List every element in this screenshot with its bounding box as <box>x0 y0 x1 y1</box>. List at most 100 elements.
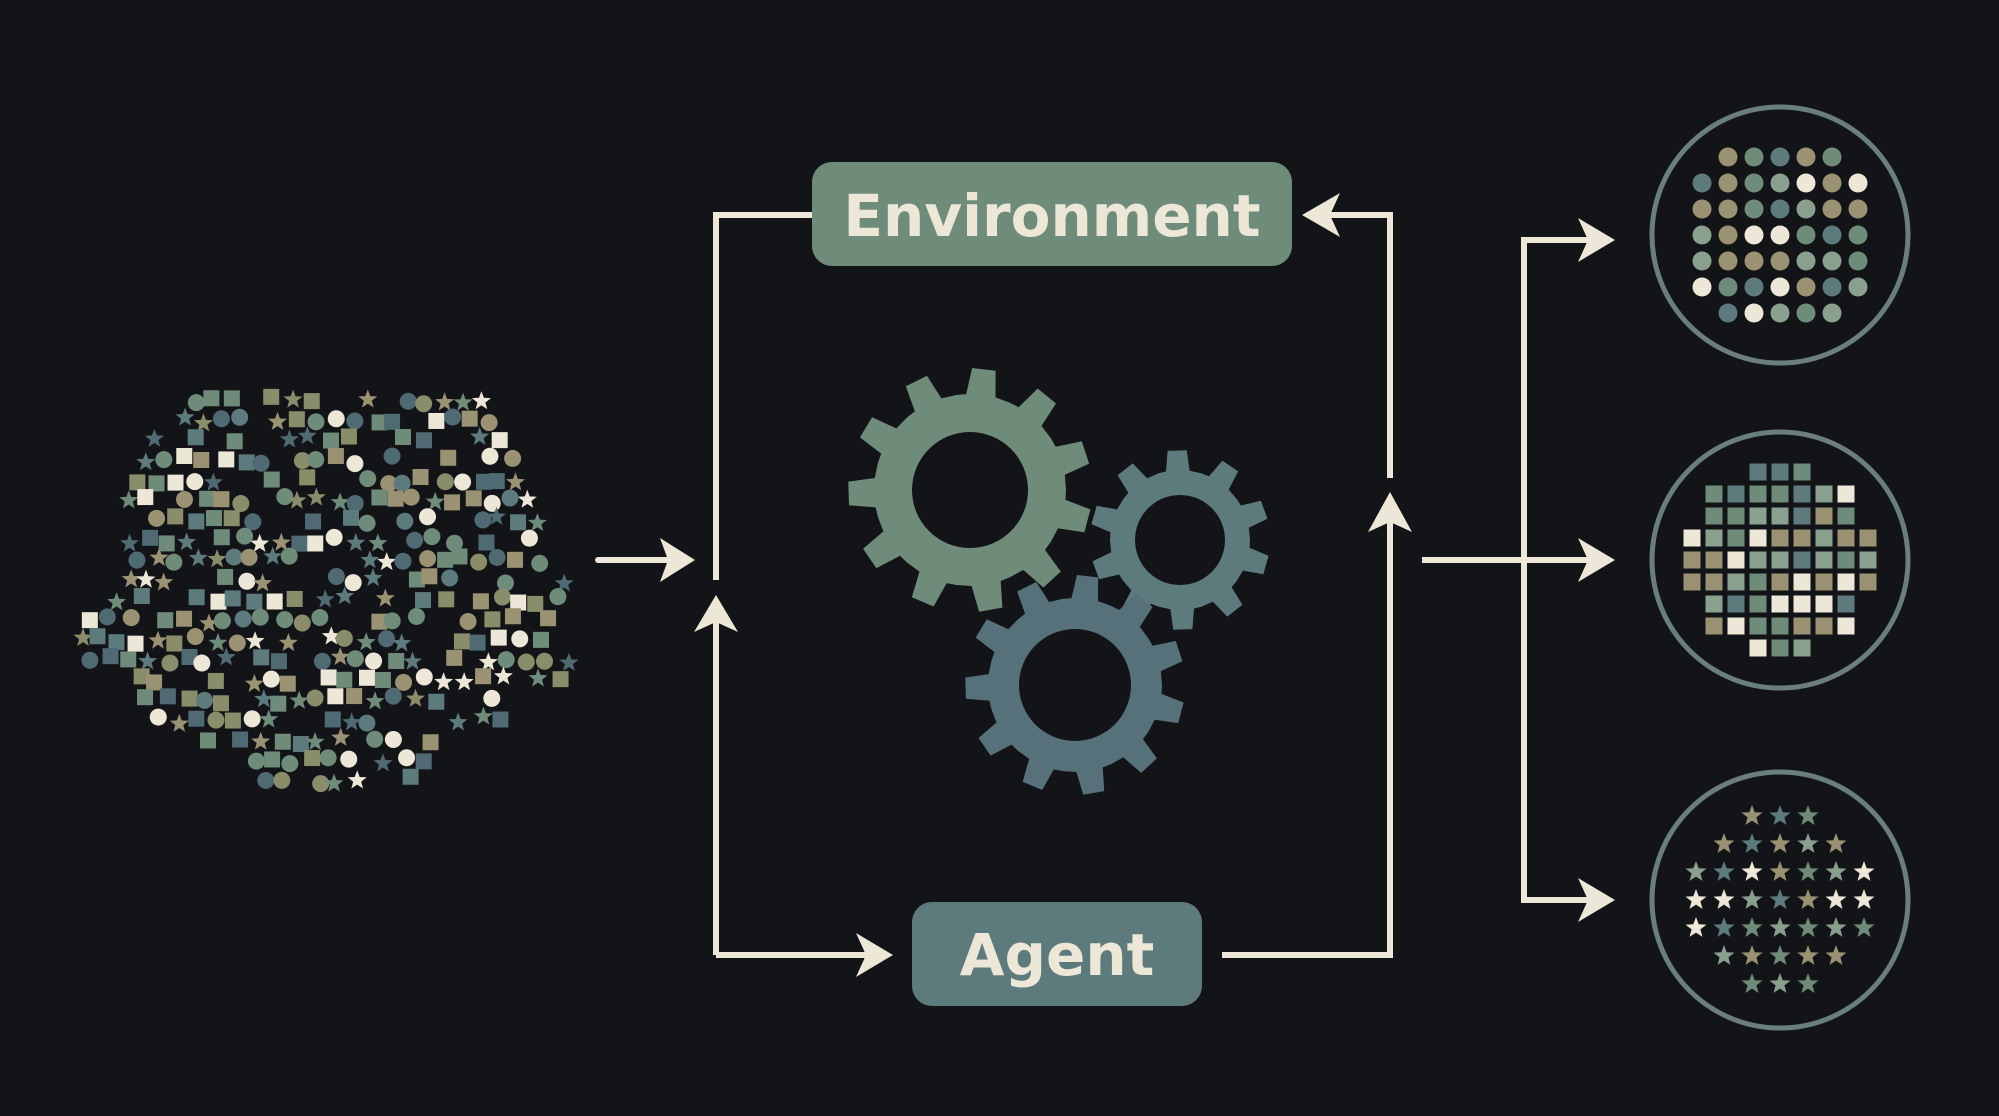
scatter-circle <box>240 548 258 566</box>
scatter-circle <box>395 673 413 691</box>
cluster-square <box>1749 595 1767 613</box>
scatter-star <box>527 513 547 532</box>
scatter-star <box>330 647 350 666</box>
scatter-circle <box>474 511 492 529</box>
cluster-square <box>1771 617 1789 635</box>
cluster-square <box>1727 573 1745 591</box>
cluster-square <box>1749 485 1767 503</box>
cluster-circle <box>1692 173 1712 193</box>
scatter-circle <box>186 628 204 646</box>
scatter-square <box>421 568 438 585</box>
scatter-circle <box>511 630 529 648</box>
scatter-square <box>303 393 320 410</box>
scatter-square <box>203 390 220 407</box>
cluster-square <box>1837 573 1855 591</box>
scatter-circle <box>407 607 425 625</box>
scatter-square <box>205 510 222 527</box>
scatter-star <box>315 589 335 608</box>
cluster-square <box>1793 463 1811 481</box>
cluster-circle <box>1848 251 1868 271</box>
scatter-star <box>356 632 376 651</box>
scatter-square <box>199 732 216 749</box>
scatter-circle <box>415 395 433 413</box>
cluster-circle <box>1822 277 1842 297</box>
scatter-star <box>216 647 236 666</box>
scatter-star <box>321 626 341 645</box>
scatter-square <box>465 490 482 507</box>
cluster-star <box>1853 889 1875 909</box>
scatter-circle <box>446 534 464 552</box>
scatter-star <box>169 713 189 732</box>
cluster-square <box>1815 595 1833 613</box>
cluster-star <box>1685 861 1707 881</box>
scatter-square <box>213 491 230 508</box>
scatter-star <box>207 549 227 568</box>
scatter-square <box>307 535 324 552</box>
scatter-star <box>107 592 127 611</box>
scatter-star <box>149 547 169 566</box>
scatter-square <box>540 610 557 627</box>
scatter-circle <box>366 730 384 748</box>
input-arrow <box>595 538 695 582</box>
scatter-star <box>188 548 208 567</box>
scatter-star <box>136 452 156 471</box>
scatter-star <box>346 533 366 552</box>
cluster-circle <box>1796 251 1816 271</box>
scatter-circle <box>436 473 454 491</box>
cluster-square <box>1859 529 1877 547</box>
scatter-star <box>324 773 344 792</box>
scatter-square <box>412 468 429 485</box>
cluster-star <box>1741 805 1763 825</box>
cluster-star <box>1741 973 1763 993</box>
cluster-star <box>1769 917 1791 937</box>
scatter-square <box>384 413 401 430</box>
scatter-square <box>218 451 235 468</box>
cluster-square <box>1815 617 1833 635</box>
scatter-star <box>528 668 548 687</box>
cluster-circle <box>1770 225 1790 245</box>
cluster-square <box>1837 551 1855 569</box>
scatter-circle <box>481 447 499 465</box>
scatter-star <box>406 688 425 707</box>
scatter-star <box>144 428 164 447</box>
cluster-star <box>1769 945 1791 965</box>
scatter-circle <box>232 495 250 513</box>
agent-box: Agent <box>912 902 1202 1006</box>
scatter-square <box>371 414 388 431</box>
scatter-square <box>415 753 432 770</box>
scatter-circle <box>122 609 140 627</box>
cluster-square <box>1749 463 1767 481</box>
scatter-circle <box>423 528 441 546</box>
scatter-circle <box>247 752 265 770</box>
scatter-circle <box>195 691 213 709</box>
cluster-circle <box>1718 277 1738 297</box>
scatter-square <box>263 471 280 488</box>
scatter-star <box>268 411 287 430</box>
scatter-star <box>208 633 228 652</box>
scatter-square <box>388 652 405 669</box>
cluster-star <box>1825 833 1847 853</box>
scatter-circle <box>535 652 553 670</box>
cluster-square <box>1771 639 1789 657</box>
cluster-square <box>1859 573 1877 591</box>
scatter-circle <box>501 489 519 507</box>
cluster-star <box>1769 833 1791 853</box>
scatter-square <box>527 595 544 612</box>
scatter-star <box>203 472 223 491</box>
scatter-circle <box>312 775 330 793</box>
scatter-square <box>438 591 455 608</box>
scatter-square <box>207 672 224 689</box>
scatter-square <box>299 469 316 486</box>
scatter-square <box>428 412 445 429</box>
scatter-square <box>475 668 492 685</box>
scatter-star <box>335 586 355 605</box>
scatter-circle <box>394 552 412 570</box>
large-gear <box>848 368 1091 612</box>
scatter-square <box>327 688 344 705</box>
cluster-square <box>1727 617 1745 635</box>
scatter-circle <box>480 414 498 432</box>
scatter-circle <box>399 392 417 410</box>
scatter-star <box>368 533 388 552</box>
scatter-circle <box>148 509 166 527</box>
cluster-star <box>1741 945 1763 965</box>
